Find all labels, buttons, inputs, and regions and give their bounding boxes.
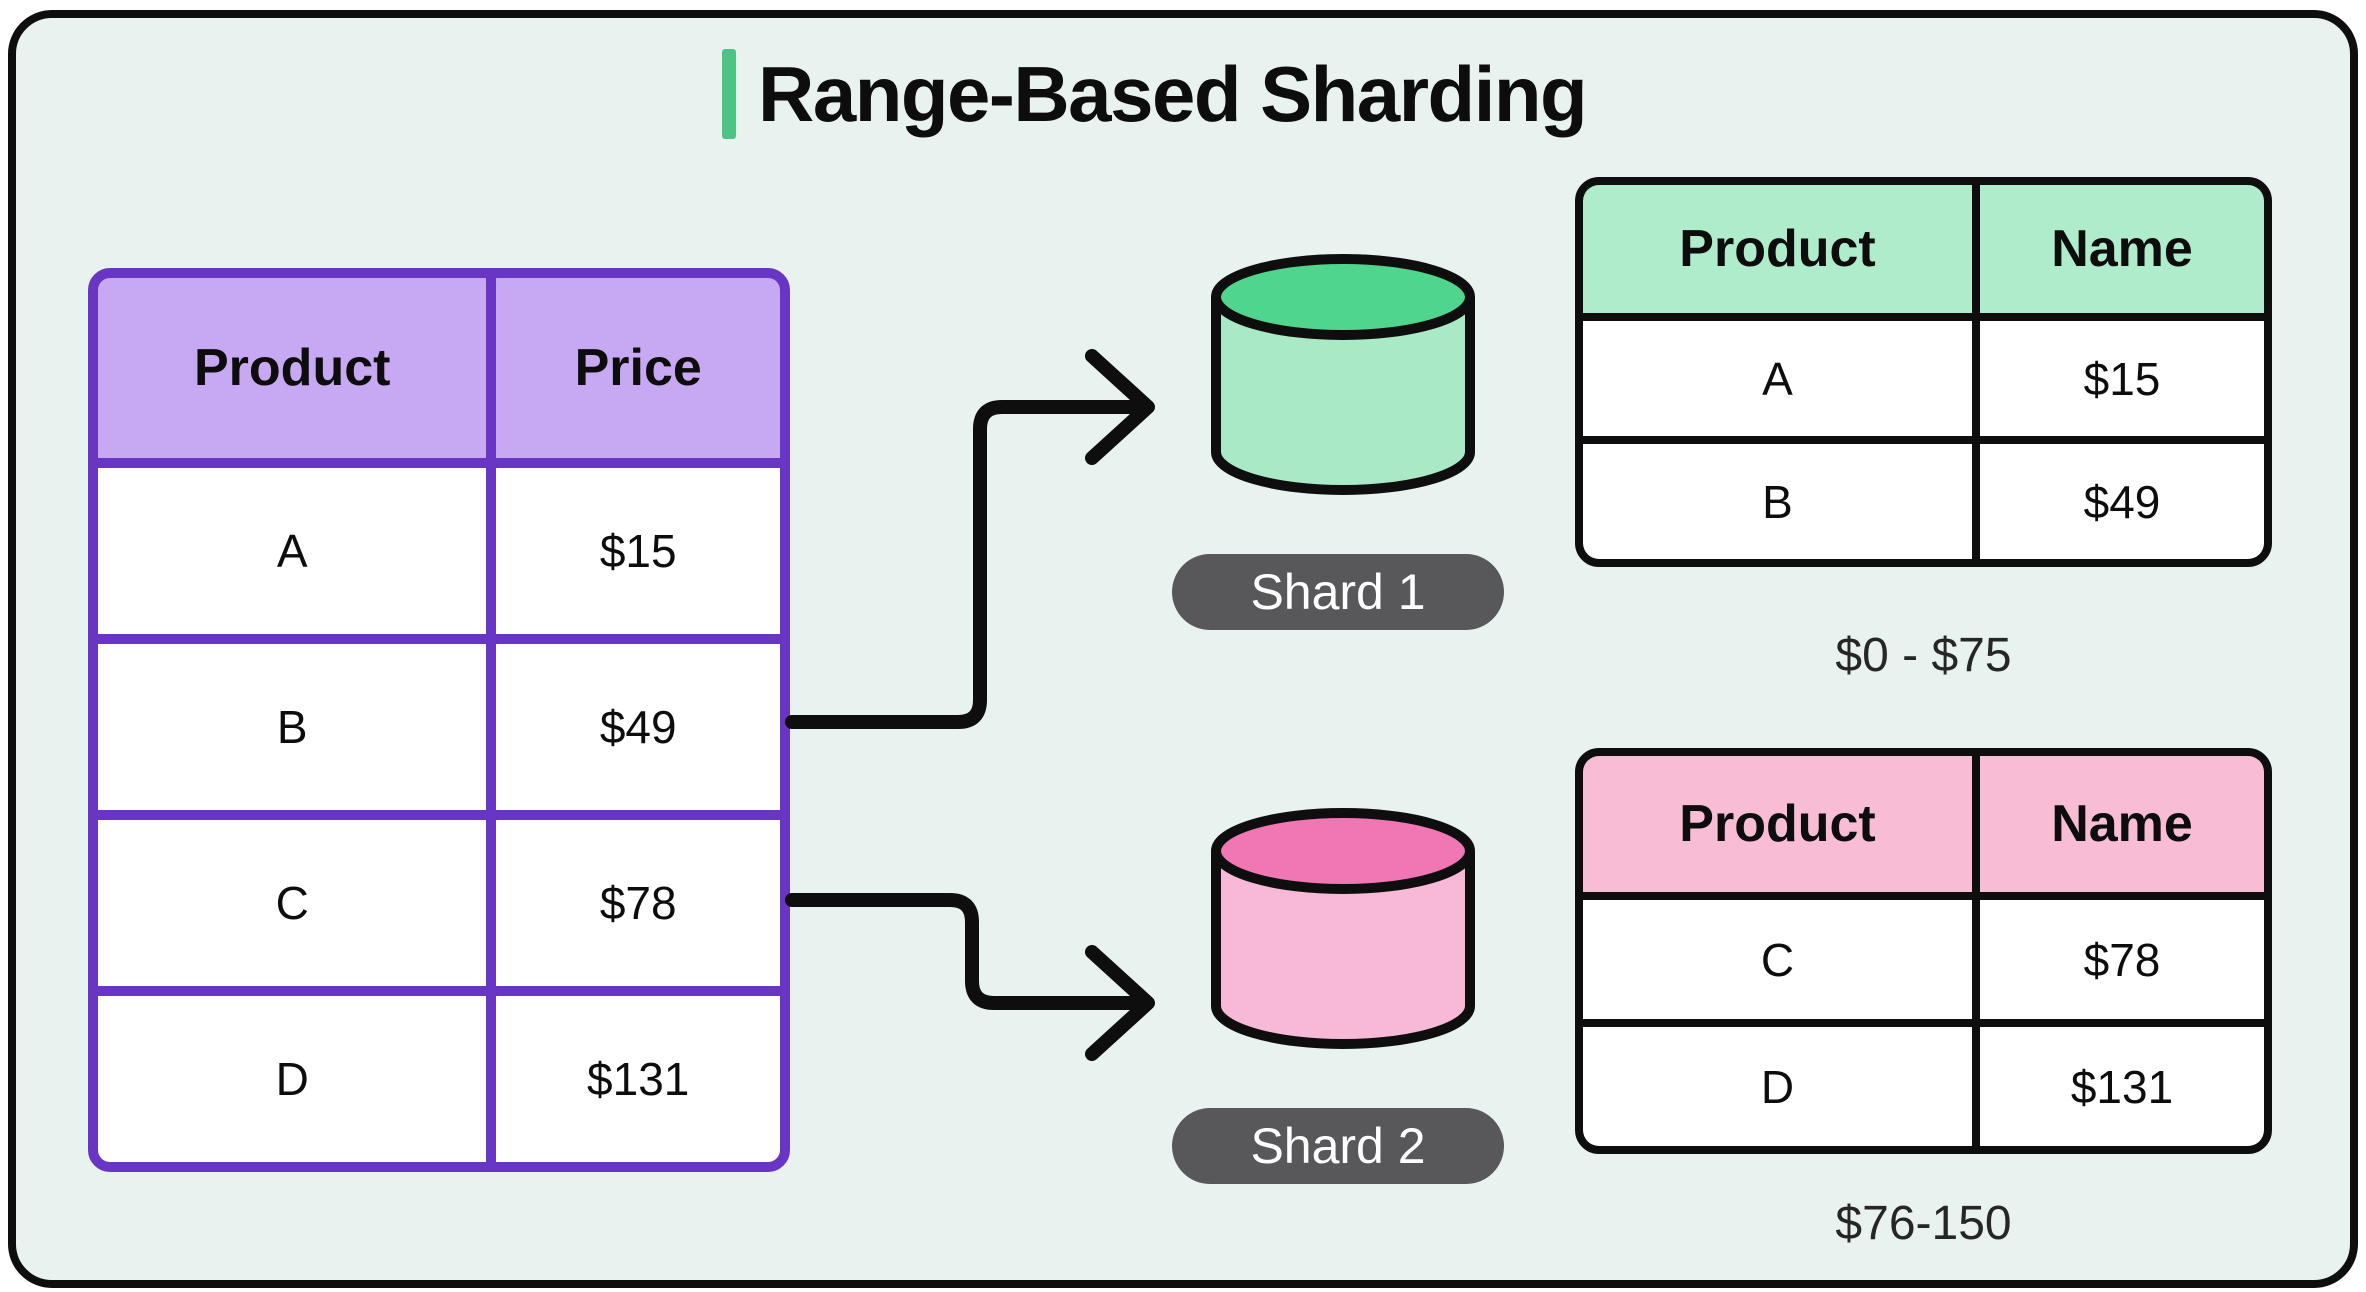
- table-cell: D: [98, 996, 487, 1162]
- title-group: Range-Based Sharding: [722, 48, 1588, 140]
- table-cell: $49: [1980, 444, 2264, 559]
- shard-1-label: Shard 1: [1250, 564, 1426, 620]
- source-table-header-price: Price: [496, 278, 780, 458]
- table-cell: D: [1583, 1027, 1973, 1146]
- shard-1-range-label: $0 - $75: [1835, 629, 2012, 682]
- title-accent-bar: [722, 49, 736, 139]
- shard-2-header-product: Product: [1583, 756, 1973, 892]
- table-cell: $49: [496, 644, 780, 810]
- table-cell: A: [98, 468, 487, 634]
- database-cylinder-green-icon: [1211, 254, 1475, 495]
- shard-1-header-name: Name: [1980, 185, 2264, 313]
- database-cylinder-pink-icon: [1211, 808, 1475, 1049]
- table-cell: $131: [496, 996, 780, 1162]
- shard-2-label: Shard 2: [1250, 1118, 1426, 1174]
- table-cell: $15: [1980, 321, 2264, 436]
- shard-2-label-pill: Shard 2: [1172, 1108, 1504, 1184]
- table-cell: $78: [496, 820, 780, 986]
- shard-2-range-label: $76-150: [1835, 1197, 2012, 1250]
- table-cell: B: [98, 644, 487, 810]
- shard-1-header-product: Product: [1583, 185, 1973, 313]
- table-cell: A: [1583, 321, 1973, 436]
- source-table-header-product: Product: [98, 278, 487, 458]
- table-cell: C: [98, 820, 487, 986]
- page-title: Range-Based Sharding: [758, 50, 1588, 138]
- shard-2-header-name: Name: [1980, 756, 2264, 892]
- shard-2-table: Product Name C $78 D $131: [1575, 748, 2272, 1154]
- shard-1-label-pill: Shard 1: [1172, 554, 1504, 630]
- source-products-table: Product Price A $15 B $49 C $78 D $131: [88, 268, 790, 1172]
- table-cell: $131: [1980, 1027, 2264, 1146]
- table-cell: B: [1583, 444, 1973, 559]
- shard-1-table: Product Name A $15 B $49: [1575, 177, 2272, 567]
- table-cell: $78: [1980, 900, 2264, 1019]
- table-cell: $15: [496, 468, 780, 634]
- table-cell: C: [1583, 900, 1973, 1019]
